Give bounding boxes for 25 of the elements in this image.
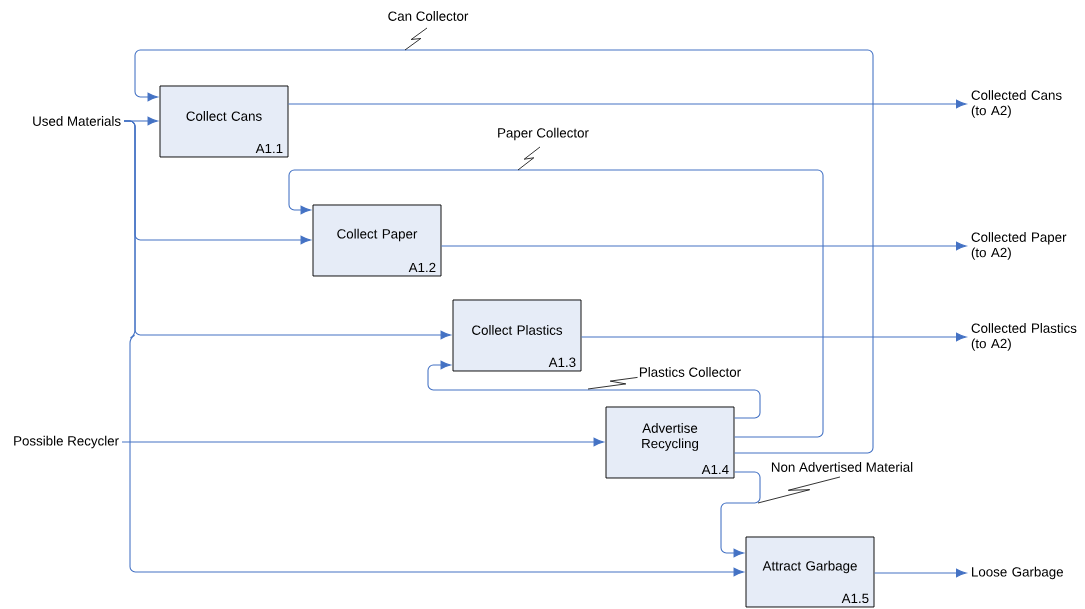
arrow [134, 49, 874, 454]
arrow [287, 99, 967, 109]
arrow [720, 471, 761, 558]
arrow [288, 169, 824, 438]
flow-label: Collected Cans (to A2) [971, 90, 1062, 118]
process-box: Collect Paper A1.2 [312, 204, 442, 277]
flow-label: Loose Garbage [972, 566, 1063, 580]
edge-label: Non Advertised Material [769, 460, 915, 474]
arrow [427, 360, 761, 419]
edge-label: Plastics Collector [637, 365, 743, 379]
process-box: Collect Cans A1.1 [159, 85, 289, 158]
arrow [873, 568, 967, 578]
arrow [121, 437, 604, 447]
process-box: Advertise Recycling A1.4 [605, 406, 735, 479]
flow-label: Collected Paper (to A2) [971, 232, 1067, 260]
flow-label: Used Materials [33, 116, 121, 126]
process-box: Collect Plastics A1.3 [452, 299, 582, 372]
arrow [123, 120, 744, 577]
arrow [580, 332, 967, 342]
edge-label: Paper Collector [495, 126, 591, 142]
edge-label: Can Collector [386, 9, 470, 23]
flow-label: Possible Recycler [14, 435, 119, 449]
flow-label: Collected Plastics (to A2) [971, 323, 1077, 351]
process-box: Attract Garbage A1.5 [745, 536, 875, 608]
arrow [440, 241, 967, 251]
